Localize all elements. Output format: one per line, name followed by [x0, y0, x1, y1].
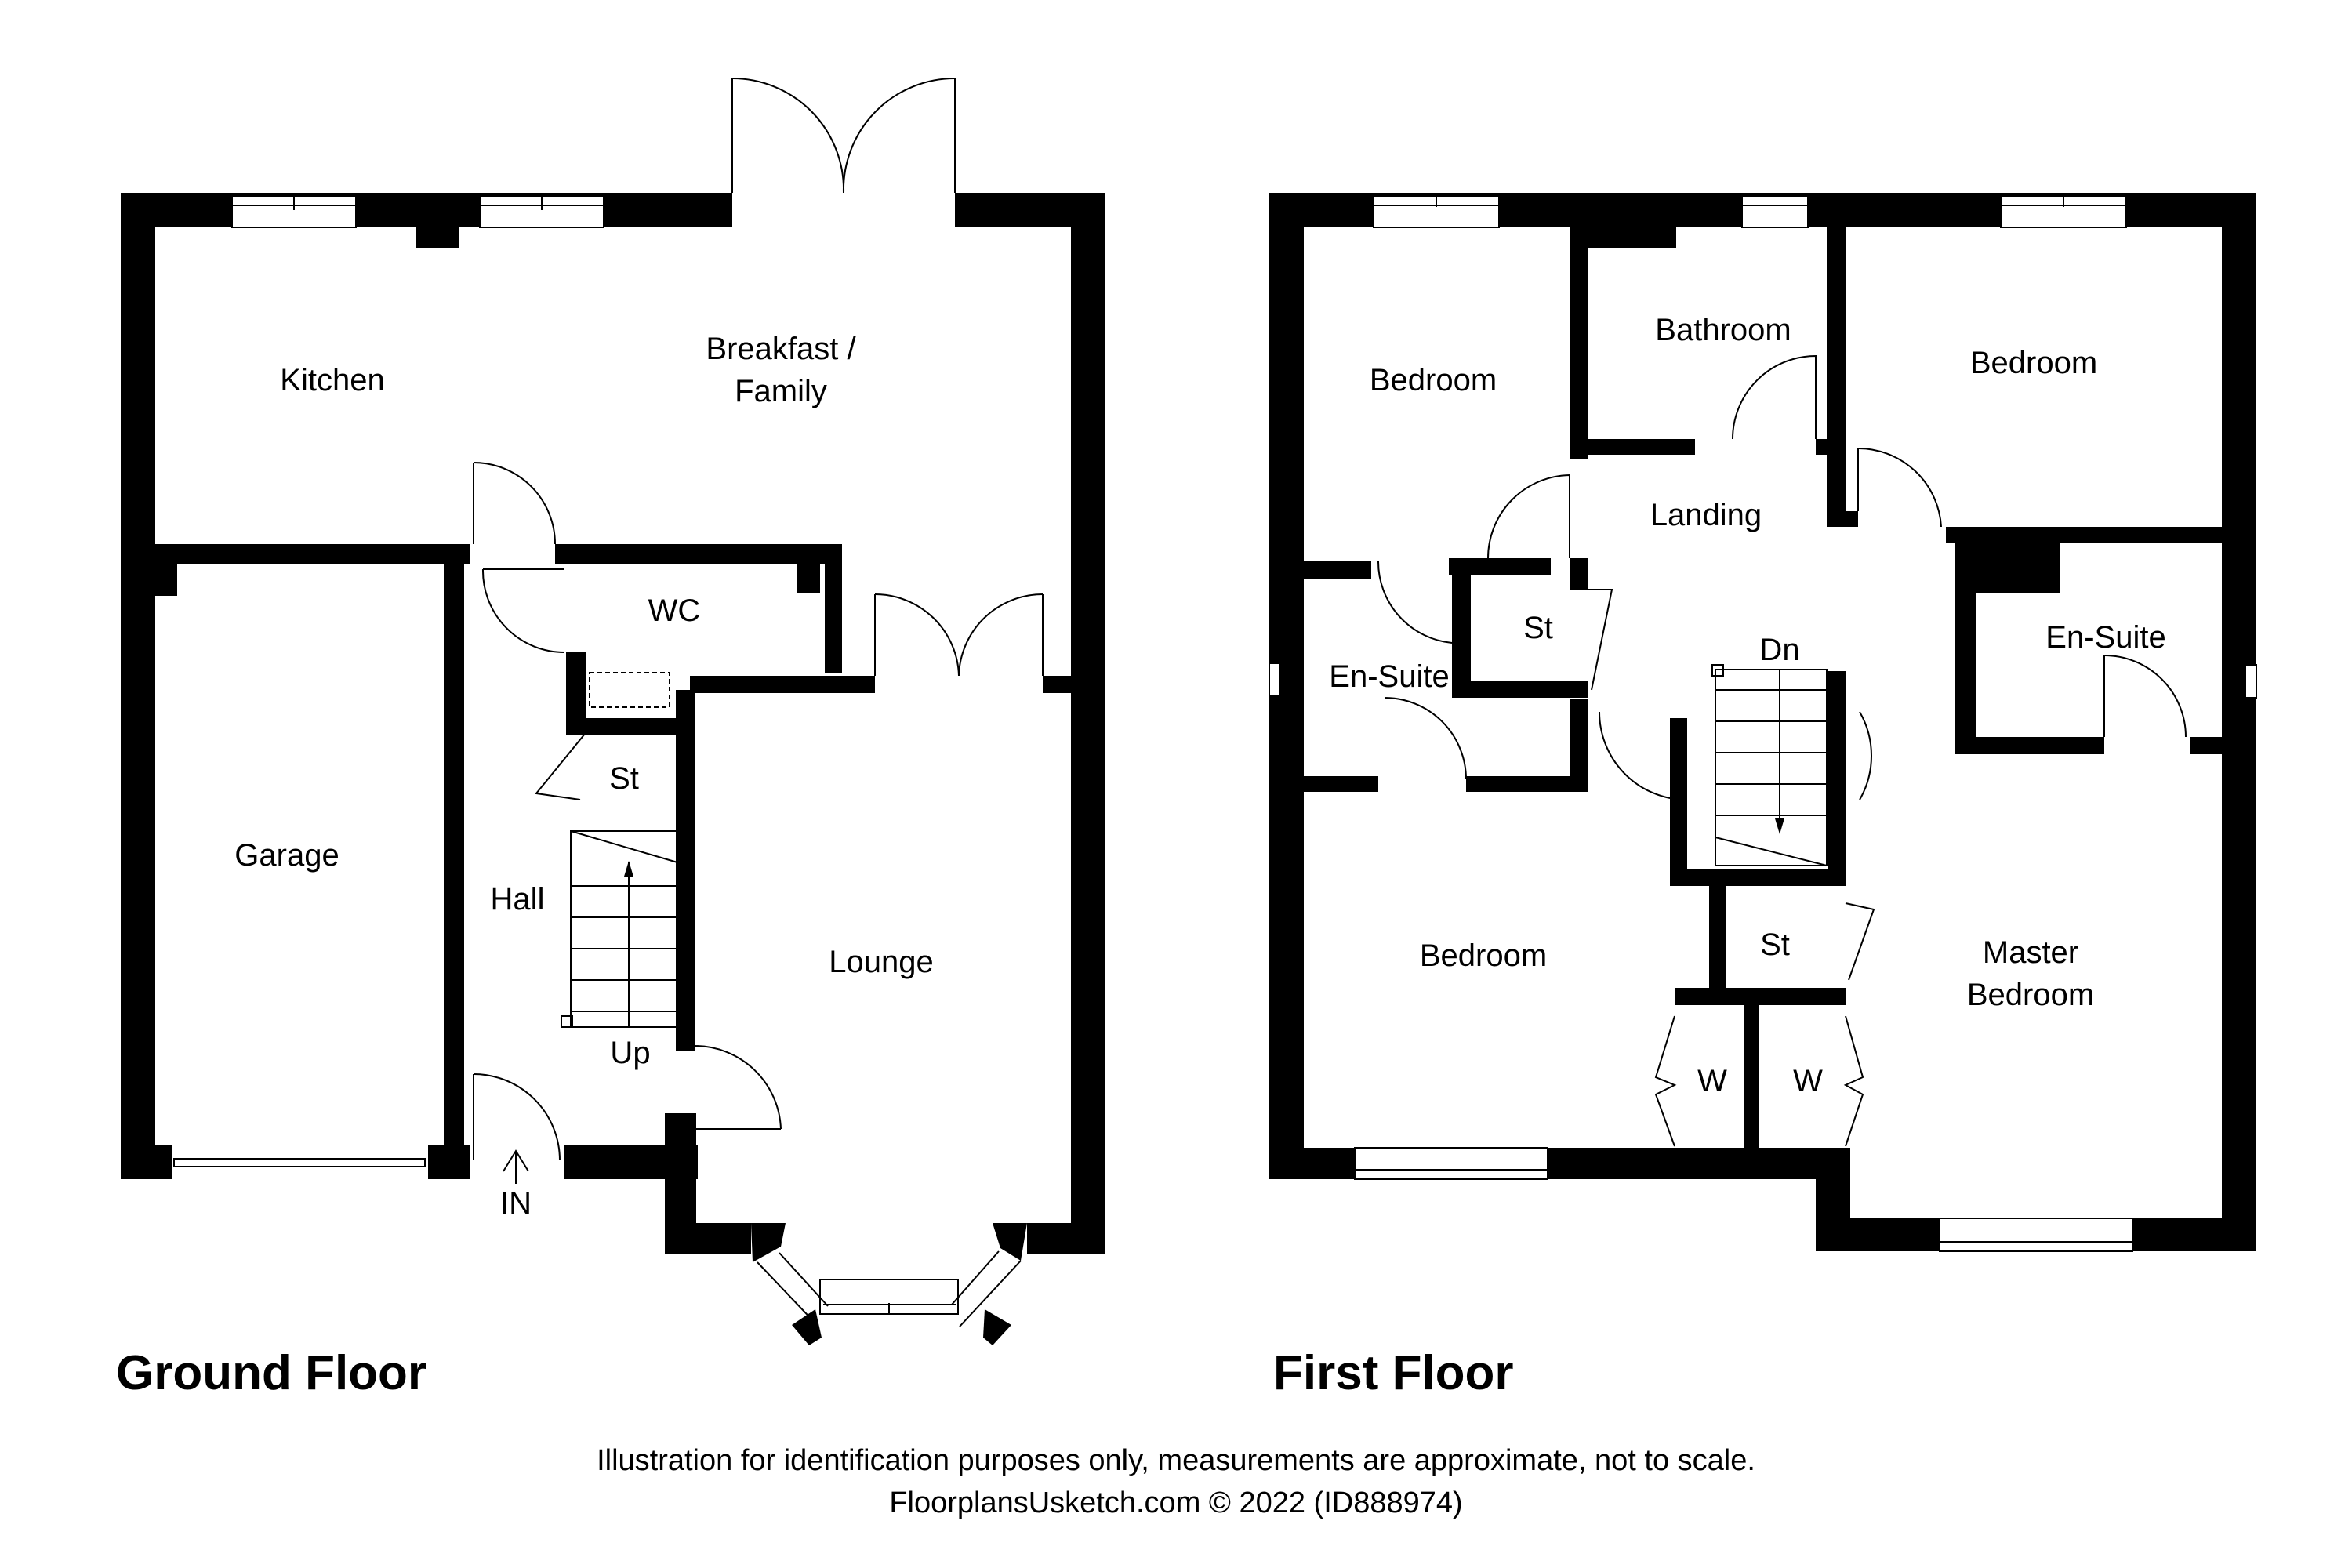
ground-floor-title: Ground Floor	[116, 1346, 427, 1400]
room-label-breakfast-line1: Breakfast /	[706, 332, 856, 366]
room-label-garage: Garage	[234, 838, 339, 873]
room-label-master-line2: Bedroom	[1966, 978, 2095, 1012]
room-label-bedroom-lower-left: Bedroom	[1419, 938, 1548, 973]
room-label-ensuite-left: En-Suite	[1329, 659, 1450, 694]
room-label-master-bedroom: Master Bedroom	[1967, 931, 2094, 1016]
room-label-breakfast-line2: Family	[735, 374, 827, 408]
room-label-landing: Landing	[1650, 498, 1762, 532]
first-floor-doors	[1377, 354, 2187, 1147]
ground-floor-doors	[473, 78, 1044, 1184]
room-label-store-landing: St	[1523, 611, 1553, 645]
room-label-bedroom-right: Bedroom	[1969, 346, 2098, 380]
entrance-label: IN	[500, 1186, 532, 1221]
first-floor-windows	[1269, 195, 2257, 1252]
room-label-wardrobe-left: W	[1697, 1064, 1727, 1098]
room-label-wardrobe-right: W	[1793, 1064, 1823, 1098]
stairs-up-label: Up	[610, 1036, 651, 1070]
room-label-bedroom-front-left: Bedroom	[1369, 363, 1497, 397]
room-label-breakfast-family: Breakfast / Family	[706, 328, 855, 412]
room-label-hall: Hall	[490, 882, 545, 916]
room-label-store-ground: St	[609, 761, 639, 796]
credit-text: FloorplansUsketch.com © 2022 (ID888974)	[889, 1486, 1463, 1519]
room-label-kitchen: Kitchen	[280, 363, 385, 397]
room-label-lounge: Lounge	[829, 945, 934, 979]
room-label-ensuite-right: En-Suite	[2045, 620, 2166, 655]
room-label-store-mid: St	[1760, 927, 1790, 962]
ground-floor-windows	[173, 195, 1022, 1327]
room-label-wc: WC	[648, 593, 701, 628]
stairs-down-label: Dn	[1759, 633, 1800, 667]
ground-floor-walls	[121, 193, 1105, 1345]
room-label-bathroom: Bathroom	[1655, 313, 1791, 347]
first-floor-title: First Floor	[1273, 1346, 1514, 1400]
first-floor-walls	[1269, 193, 2256, 1251]
room-label-master-line1: Master	[1982, 935, 2079, 970]
disclaimer-text: Illustration for identification purposes…	[597, 1444, 1755, 1477]
